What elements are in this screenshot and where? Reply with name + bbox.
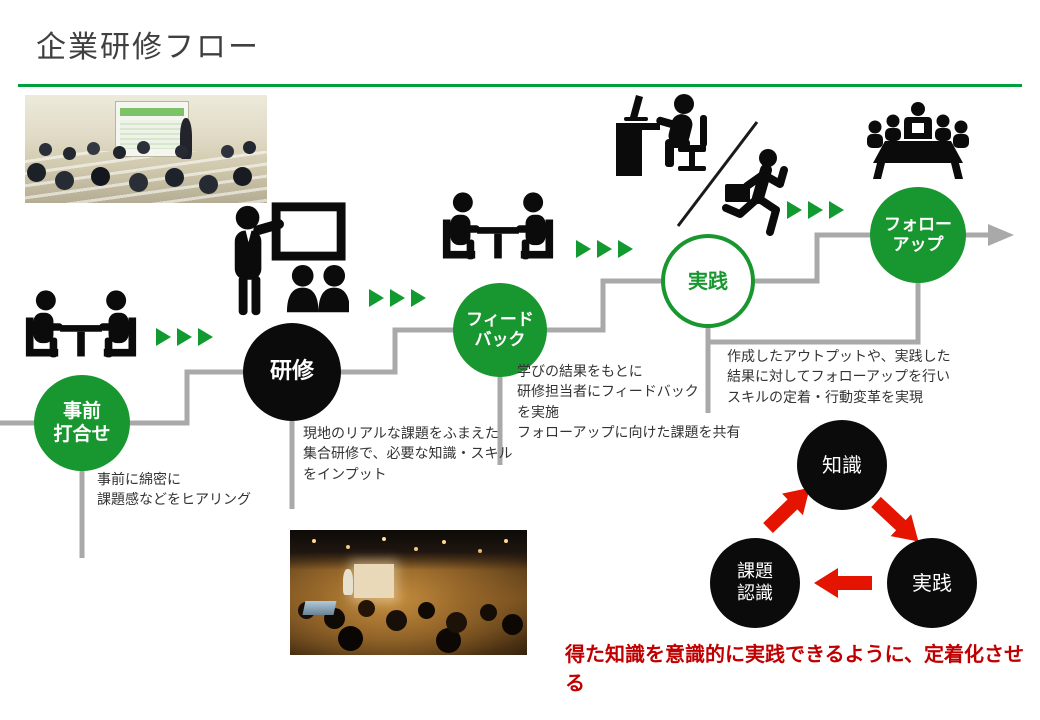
photo-audience [290,530,307,547]
triangle-right-icon [411,289,426,307]
triangle-right-icon [787,201,802,219]
triangle-right-icon [198,328,213,346]
triangle-right-icon [829,201,844,219]
photo-projector-screen [353,563,395,598]
triangle-right-icon [177,328,192,346]
cycle-node-knowledge: 知識 [797,420,887,510]
triangle-right-icon [369,289,384,307]
trainer-whiteboard-icon [234,202,349,316]
photo-laptop [302,601,337,615]
seminar-photo [290,530,527,655]
title-underline [18,84,1022,87]
photo-audience-front [25,95,44,114]
meeting-table-icon [25,290,137,358]
step-circle-follow-up: フォロー アップ [870,187,966,283]
step-circle-practice: 実践 [661,234,755,328]
cycle-caption: 得た知識を意識的に実践できるように、定着化させる [565,642,1024,695]
flow-arrows-group-4 [787,201,844,219]
cycle-node-practice: 実践 [887,538,977,628]
photo-presenter [179,117,192,159]
photo-ceiling [290,530,527,570]
conference-meeting-icon [867,102,969,179]
cycle-node-issue-awareness: 課題 認識 [710,538,800,628]
page-title: 企業研修フロー [36,30,260,65]
step-circle-training: 研修 [243,323,341,421]
triangle-right-icon [597,240,612,258]
desc-pre-meeting: 事前に綿密に 課題感などをヒアリング [97,472,251,509]
running-businessman-icon [722,149,788,236]
step-circle-pre-meeting: 事前 打合せ [34,375,130,471]
flow-arrows-group-3 [576,240,633,258]
desc-follow-up: 作成したアウトプットや、実践した 結果に対してフォローアップを行い スキルの定着… [727,349,951,406]
photo-projector-screen [114,101,190,158]
desc-training: 現地のリアルな課題をふまえた 集合研修で、必要な知識・スキル をインプット [303,426,513,483]
classroom-photo [25,95,267,203]
desk-work-icon [616,94,707,176]
flow-arrows-group-2 [369,289,426,307]
flow-arrows-group-1 [156,328,213,346]
photo-desks [25,151,267,203]
triangle-right-icon [576,240,591,258]
triangle-right-icon [156,328,171,346]
triangle-right-icon [808,201,823,219]
photo-presenter [343,568,353,595]
cycle-arrow-practice-to-awareness-icon [814,568,872,598]
desc-feedback: 学びの結果をもとに 研修担当者にフィードバック を実施 フォローアップに向けた課… [517,364,741,441]
meeting-table-icon [442,192,554,260]
triangle-right-icon [618,240,633,258]
arrow-right-icon [988,224,1014,246]
triangle-right-icon [390,289,405,307]
